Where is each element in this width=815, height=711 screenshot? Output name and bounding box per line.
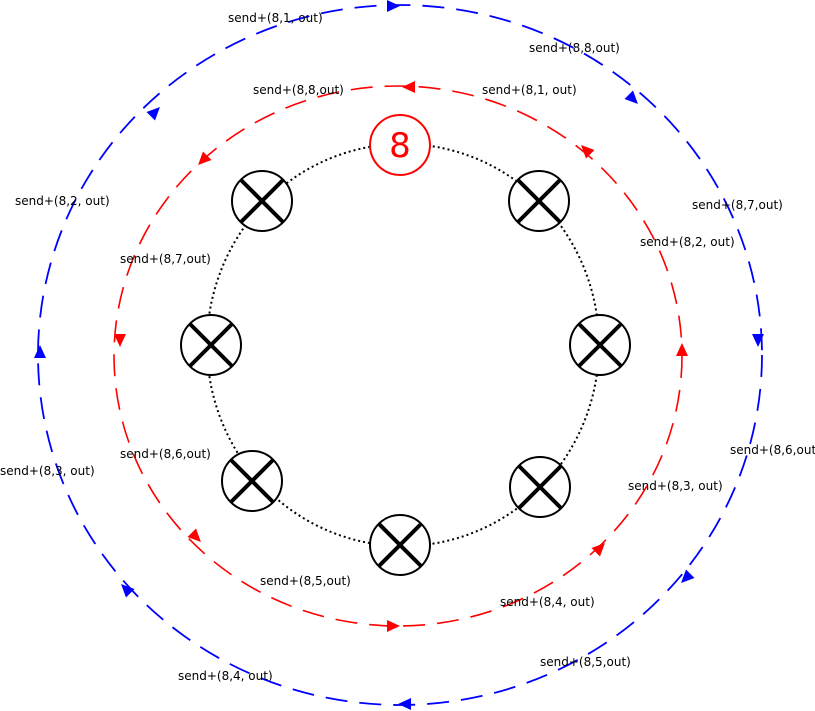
crossed-node [569, 314, 631, 376]
inner-message-label: send+(8,2, out) [640, 235, 735, 249]
arrow-head-icon [624, 90, 638, 104]
arrow-head-icon [676, 343, 688, 356]
arrow-head-icon [681, 569, 695, 583]
inner-message-label: send+(8,7,out) [120, 252, 211, 266]
arrow-head-icon [402, 81, 415, 93]
arrow-head-icon [387, 620, 400, 632]
crossed-node [508, 170, 570, 232]
arrow-head-icon [591, 543, 605, 557]
crossed-node [180, 314, 242, 376]
outer-message-label: send+(8,8,out) [529, 41, 620, 55]
crossed-node [231, 170, 293, 232]
inner-message-label: send+(8,3, out) [628, 479, 723, 493]
arrow-head-icon [398, 698, 411, 710]
arrow-head-icon [187, 528, 201, 542]
arrow-head-icon [114, 334, 126, 347]
outer-message-label: send+(8,3, out) [0, 464, 95, 478]
arrow-head-icon [387, 0, 400, 12]
arrow-head-icon [198, 151, 212, 165]
arrow-head-icon [121, 584, 135, 598]
outer-message-label: send+(8,6,out) [730, 443, 815, 457]
inner-message-label: send+(8,5,out) [260, 574, 351, 588]
outer-message-label: send+(8,7,out) [692, 198, 783, 212]
inner-labels: send+(8,8,out) send+(8,1, out) send+(8,2, … [120, 83, 735, 609]
direction-arrows [34, 0, 764, 710]
arrow-head-icon [752, 334, 764, 347]
crossed-node [221, 450, 283, 512]
crossed-node [509, 456, 571, 518]
outer-message-label: send+(8,1, out) [228, 11, 323, 25]
inner-message-label: send+(8,6,out) [120, 447, 211, 461]
outer-message-label: send+(8,4, out) [178, 669, 273, 683]
outer-labels: send+(8,1, out) send+(8,8,out) send+(8,7,o… [0, 11, 815, 683]
arrow-head-icon [581, 145, 595, 159]
crossed-node [369, 514, 431, 576]
leader-node: 8 [369, 114, 431, 176]
inner-message-label: send+(8,1, out) [482, 83, 577, 97]
inner-message-label: send+(8,4, out) [500, 595, 595, 609]
arrow-head-icon [34, 345, 46, 358]
inner-message-label: send+(8,8,out) [253, 83, 344, 97]
nodes [180, 170, 631, 576]
outer-message-ring [37, 4, 763, 706]
outer-message-label: send+(8,2, out) [15, 194, 110, 208]
arrow-head-icon [146, 107, 160, 121]
leader-label: 8 [389, 126, 411, 166]
outer-message-label: send+(8,5,out) [540, 655, 631, 669]
